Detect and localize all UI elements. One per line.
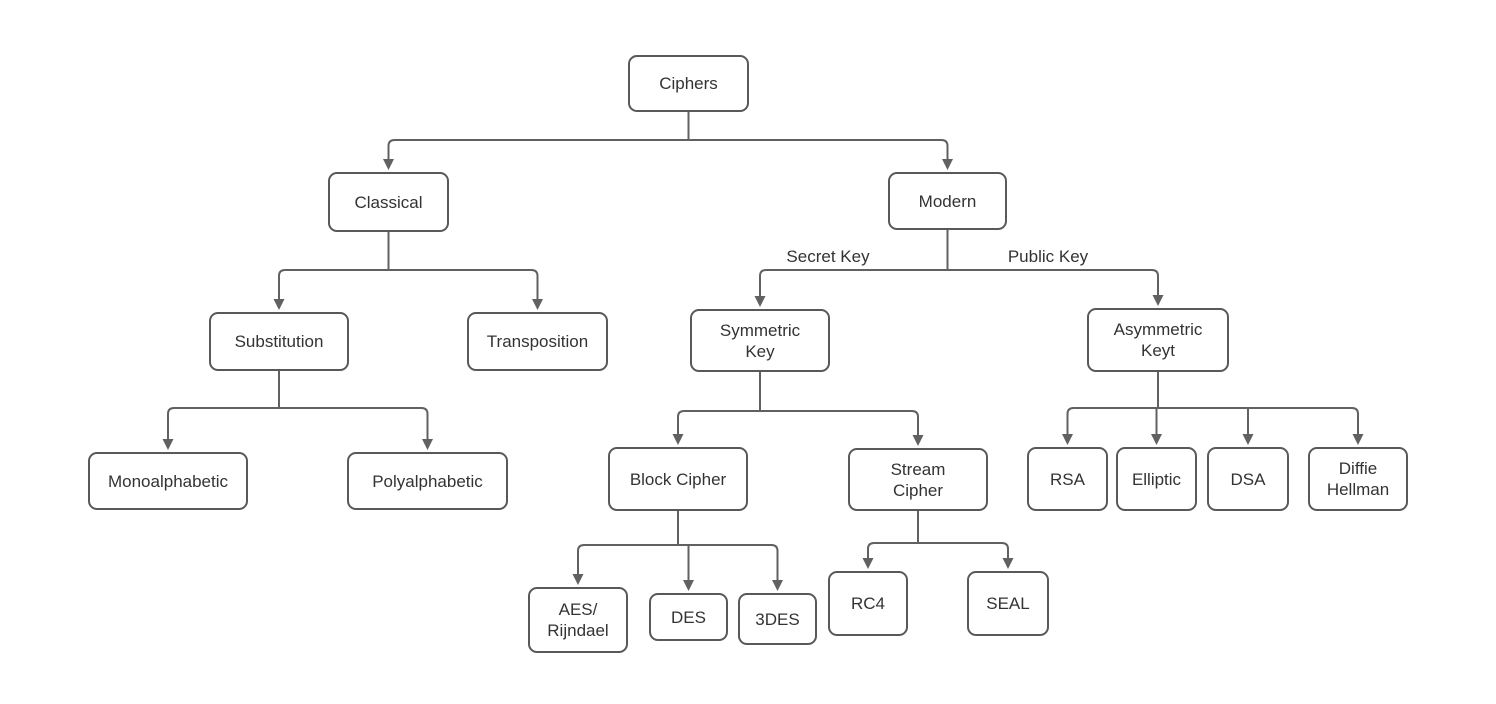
arrowhead-icon bbox=[1151, 434, 1162, 445]
node-seal: SEAL bbox=[967, 571, 1049, 636]
node-ciphers: Ciphers bbox=[628, 55, 749, 112]
arrowhead-icon bbox=[1242, 434, 1254, 445]
node-rsa: RSA bbox=[1027, 447, 1108, 511]
arrowhead-icon bbox=[422, 439, 433, 450]
edge-substitution bbox=[167, 371, 429, 441]
node-symmetric-key: Symmetric Key bbox=[690, 309, 830, 372]
node-monoalphabetic: Monoalphabetic bbox=[88, 452, 248, 510]
arrowhead-icon bbox=[683, 580, 694, 591]
node-des: DES bbox=[649, 593, 728, 641]
edge-modern bbox=[759, 230, 1159, 298]
arrowhead-icon bbox=[772, 580, 783, 591]
edge-label-secret-key: Secret Key bbox=[783, 247, 873, 267]
node-aes-rijndael: AES/ Rijndael bbox=[528, 587, 628, 653]
arrowhead-icon bbox=[273, 299, 285, 310]
arrowhead-icon bbox=[162, 439, 174, 450]
edge-stream-cipher bbox=[867, 511, 1009, 560]
edge-block-cipher bbox=[577, 511, 779, 582]
arrowhead-icon bbox=[862, 558, 874, 569]
arrowhead-icon bbox=[912, 435, 924, 446]
edge-classical bbox=[278, 232, 539, 301]
arrowhead-icon bbox=[383, 159, 394, 170]
node-classical: Classical bbox=[328, 172, 449, 232]
arrowhead-icon bbox=[672, 434, 684, 445]
arrowhead-icon bbox=[1002, 558, 1014, 569]
node-substitution: Substitution bbox=[209, 312, 349, 371]
node-modern: Modern bbox=[888, 172, 1007, 230]
node-block-cipher: Block Cipher bbox=[608, 447, 748, 511]
arrowhead-icon bbox=[754, 296, 766, 307]
arrowhead-icon bbox=[532, 299, 543, 310]
arrowhead-icon bbox=[1152, 295, 1164, 306]
edge-asymmetric-keyt bbox=[1066, 372, 1359, 436]
edge-label-public-key: Public Key bbox=[1004, 247, 1092, 267]
node-diffie-hellman: Diffie Hellman bbox=[1308, 447, 1408, 511]
node-rc4: RC4 bbox=[828, 571, 908, 636]
node-dsa: DSA bbox=[1207, 447, 1289, 511]
node-polyalphabetic: Polyalphabetic bbox=[347, 452, 508, 510]
edge-symmetric-key bbox=[677, 372, 919, 437]
arrowhead-icon bbox=[1062, 434, 1073, 445]
node-3des: 3DES bbox=[738, 593, 817, 645]
node-transposition: Transposition bbox=[467, 312, 608, 371]
edge-ciphers bbox=[387, 112, 949, 161]
arrowhead-icon bbox=[572, 574, 584, 585]
node-stream-cipher: Stream Cipher bbox=[848, 448, 988, 511]
arrowhead-icon bbox=[942, 159, 953, 170]
node-elliptic: Elliptic bbox=[1116, 447, 1197, 511]
arrowhead-icon bbox=[1352, 434, 1364, 445]
node-asymmetric-keyt: Asymmetric Keyt bbox=[1087, 308, 1229, 372]
